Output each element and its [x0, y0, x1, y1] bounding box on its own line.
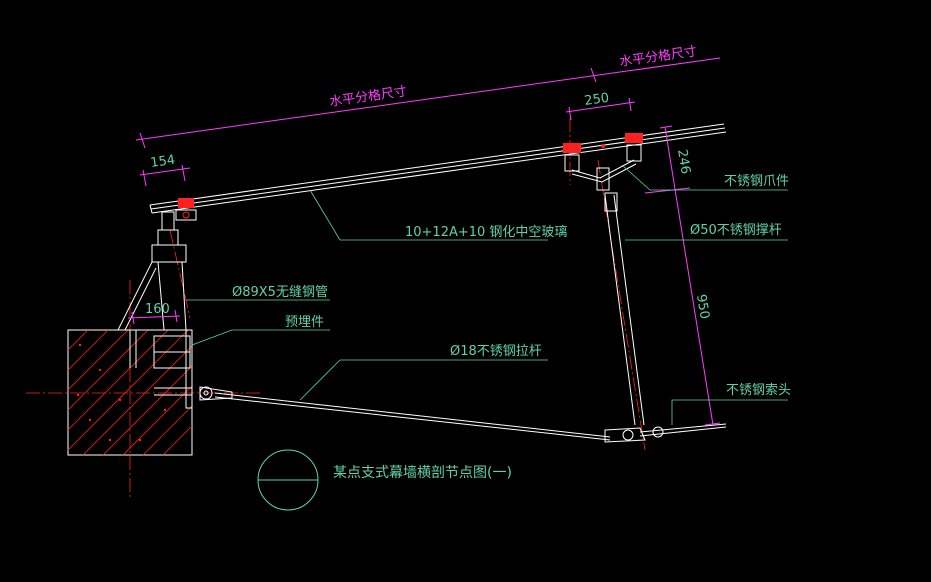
label-embedded: 预埋件	[285, 315, 324, 330]
dim-250: 250	[583, 91, 610, 109]
concrete-block	[67, 329, 193, 456]
title-symbol	[257, 449, 319, 511]
strut	[604, 192, 645, 426]
dim-horizontal-grid-right: 水平分格尺寸	[618, 43, 697, 70]
label-steel-pipe: Ø89X5无缝钢管	[232, 285, 328, 300]
label-claw: 不锈钢爪件	[724, 174, 789, 189]
drawing-title: 某点支式幕墙横剖节点图(一)	[333, 465, 512, 481]
label-cable-head: 不锈钢索头	[726, 383, 791, 398]
support-frame	[117, 211, 190, 331]
dim-154: 154	[149, 153, 176, 171]
label-tie-rod: Ø18不锈钢拉杆	[450, 344, 542, 359]
dim-950: 950	[693, 293, 712, 320]
dim-160: 160	[145, 302, 170, 317]
label-glass: 10+12A+10 钢化中空玻璃	[405, 225, 567, 240]
claw-fitting-left	[175, 198, 197, 221]
leader-lines	[186, 164, 788, 425]
dim-246: 246	[674, 148, 693, 175]
tie-rod	[199, 386, 727, 443]
center-lines	[26, 118, 646, 498]
label-strut: Ø50不锈钢撑杆	[690, 223, 782, 238]
dimension-lines	[127, 57, 721, 426]
dim-horizontal-grid-left: 水平分格尺寸	[328, 83, 407, 110]
embedded-part	[129, 329, 193, 409]
